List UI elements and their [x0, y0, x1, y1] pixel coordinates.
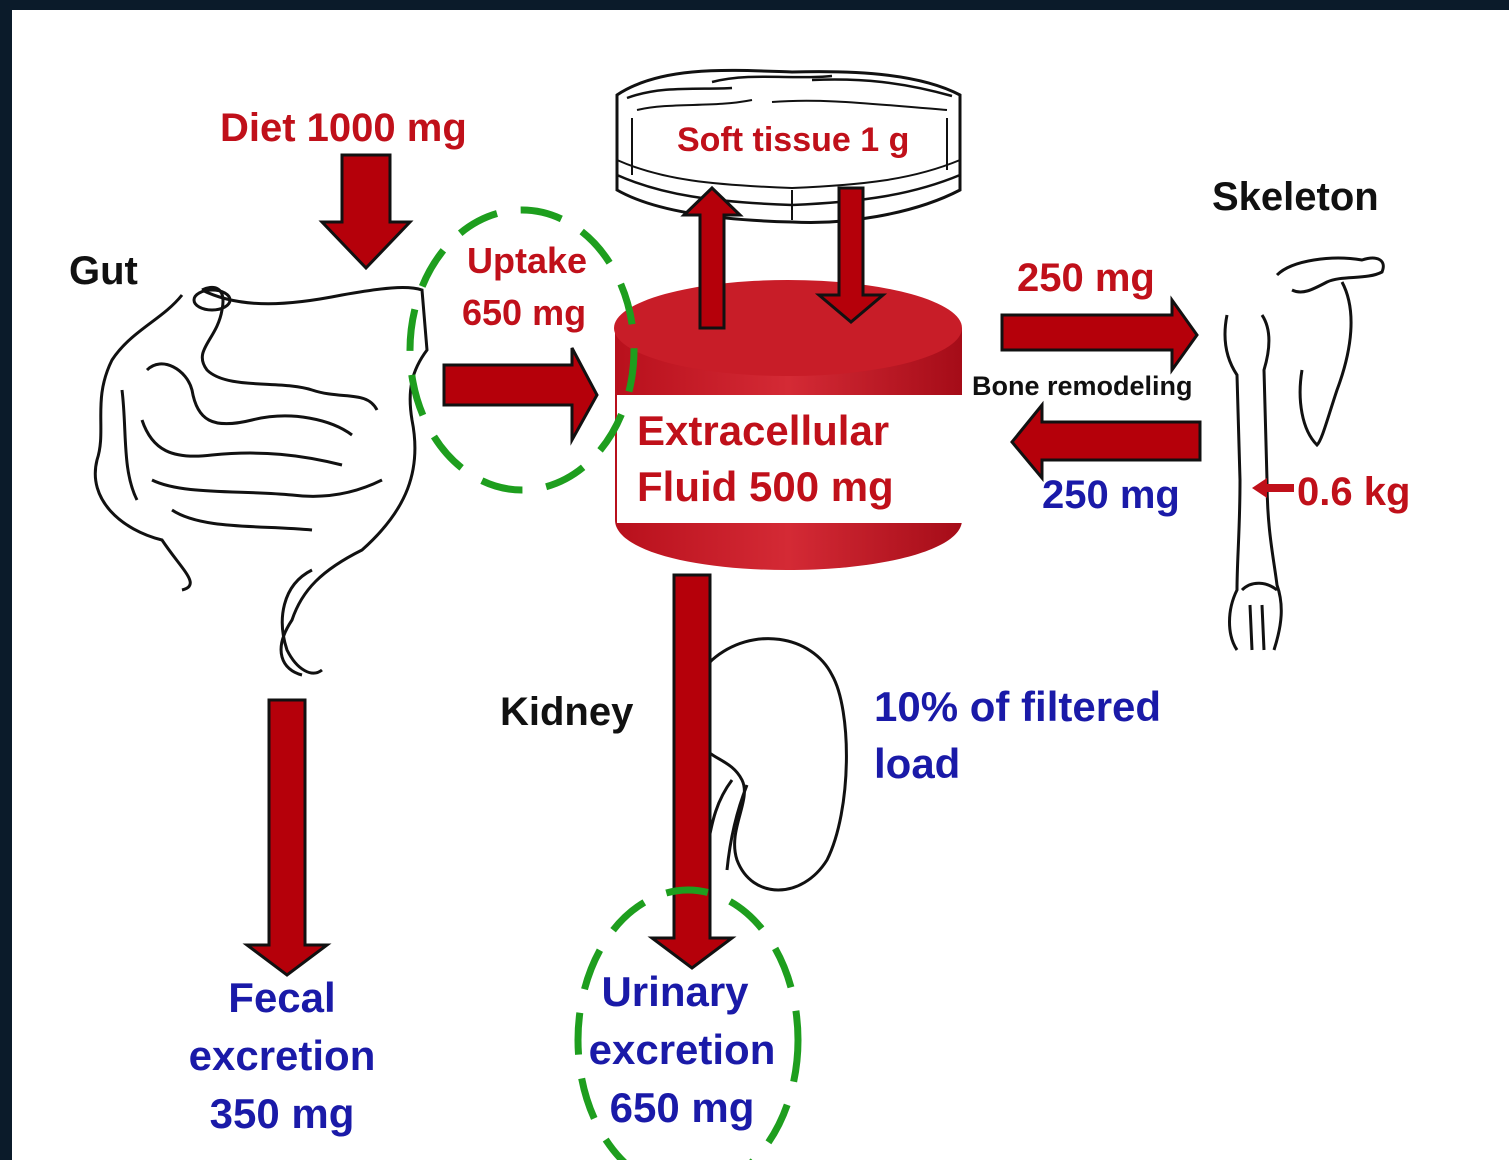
urinary-label-line3: 650 mg	[610, 1084, 755, 1131]
ecf-label-line1: Extracellular	[637, 407, 889, 454]
diet-arrow	[322, 155, 410, 268]
gut-label: Gut	[69, 249, 138, 293]
to-bone-label: 250 mg	[1017, 256, 1155, 300]
from-bone-arrow	[1012, 405, 1200, 478]
urinary-arrow	[652, 575, 732, 968]
bone-mass-label: 0.6 kg	[1297, 470, 1410, 514]
diet-label: Diet 1000 mg	[220, 106, 467, 150]
fecal-label-line2: excretion	[189, 1032, 376, 1079]
uptake-label-line1: Uptake	[467, 240, 587, 281]
urinary-label-line1: Urinary	[601, 968, 749, 1015]
fecal-label-line1: Fecal	[228, 974, 335, 1021]
uptake-label-line2: 650 mg	[462, 292, 586, 333]
ecf-label-line2: Fluid 500 mg	[637, 463, 894, 510]
to-bone-arrow	[1002, 300, 1197, 370]
filtered-load-line1: 10% of filtered	[874, 683, 1161, 730]
diagram-canvas: Diet 1000 mg Gut Uptake 650 mg Soft tiss…	[12, 10, 1509, 1160]
kidney-label: Kidney	[500, 690, 634, 734]
skeleton-arm-icon	[1225, 258, 1383, 650]
bone-remodeling-label: Bone remodeling	[972, 371, 1193, 401]
from-bone-label: 250 mg	[1042, 473, 1180, 517]
urinary-label-line2: excretion	[589, 1026, 776, 1073]
filtered-load-line2: load	[874, 740, 960, 787]
fecal-label-line3: 350 mg	[210, 1090, 355, 1137]
soft-tissue-label: Soft tissue 1 g	[677, 121, 909, 159]
fecal-arrow	[247, 700, 327, 975]
uptake-arrow	[444, 348, 597, 440]
skeleton-label: Skeleton	[1212, 175, 1379, 219]
bone-mass-pointer	[1252, 478, 1294, 498]
intestine-icon	[95, 287, 427, 675]
calcium-balance-diagram: Diet 1000 mg Gut Uptake 650 mg Soft tiss…	[12, 10, 1509, 1160]
